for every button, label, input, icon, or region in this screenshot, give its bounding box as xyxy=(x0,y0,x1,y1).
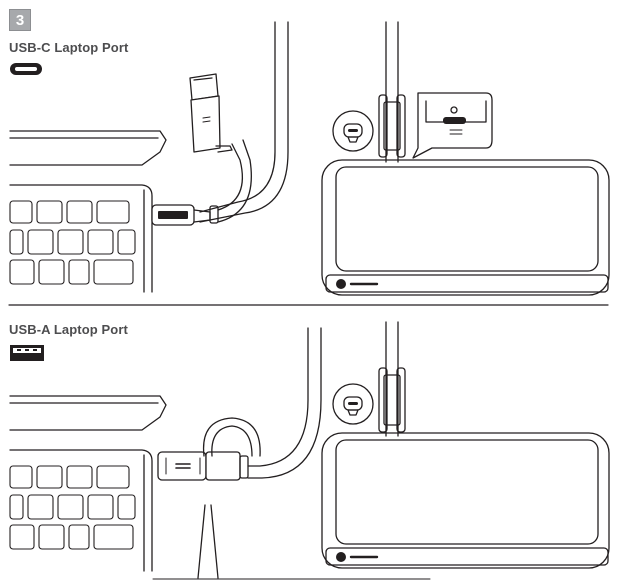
usb-c-section-title: USB-C Laptop Port xyxy=(9,40,129,55)
usb-c-dock xyxy=(321,21,610,296)
usb-c-port-icon xyxy=(10,63,42,75)
usb-a-dock xyxy=(321,321,610,569)
usb-a-port-icon xyxy=(10,345,44,361)
step-number-badge: 3 xyxy=(9,9,31,31)
usb-a-laptop xyxy=(9,395,167,572)
usb-a-cable-to-laptop xyxy=(157,327,322,579)
step-number: 3 xyxy=(15,11,25,29)
usb-c-cable-to-laptop xyxy=(151,21,289,226)
usb-c-laptop xyxy=(9,130,167,293)
usb-a-section-title: USB-A Laptop Port xyxy=(9,322,128,337)
